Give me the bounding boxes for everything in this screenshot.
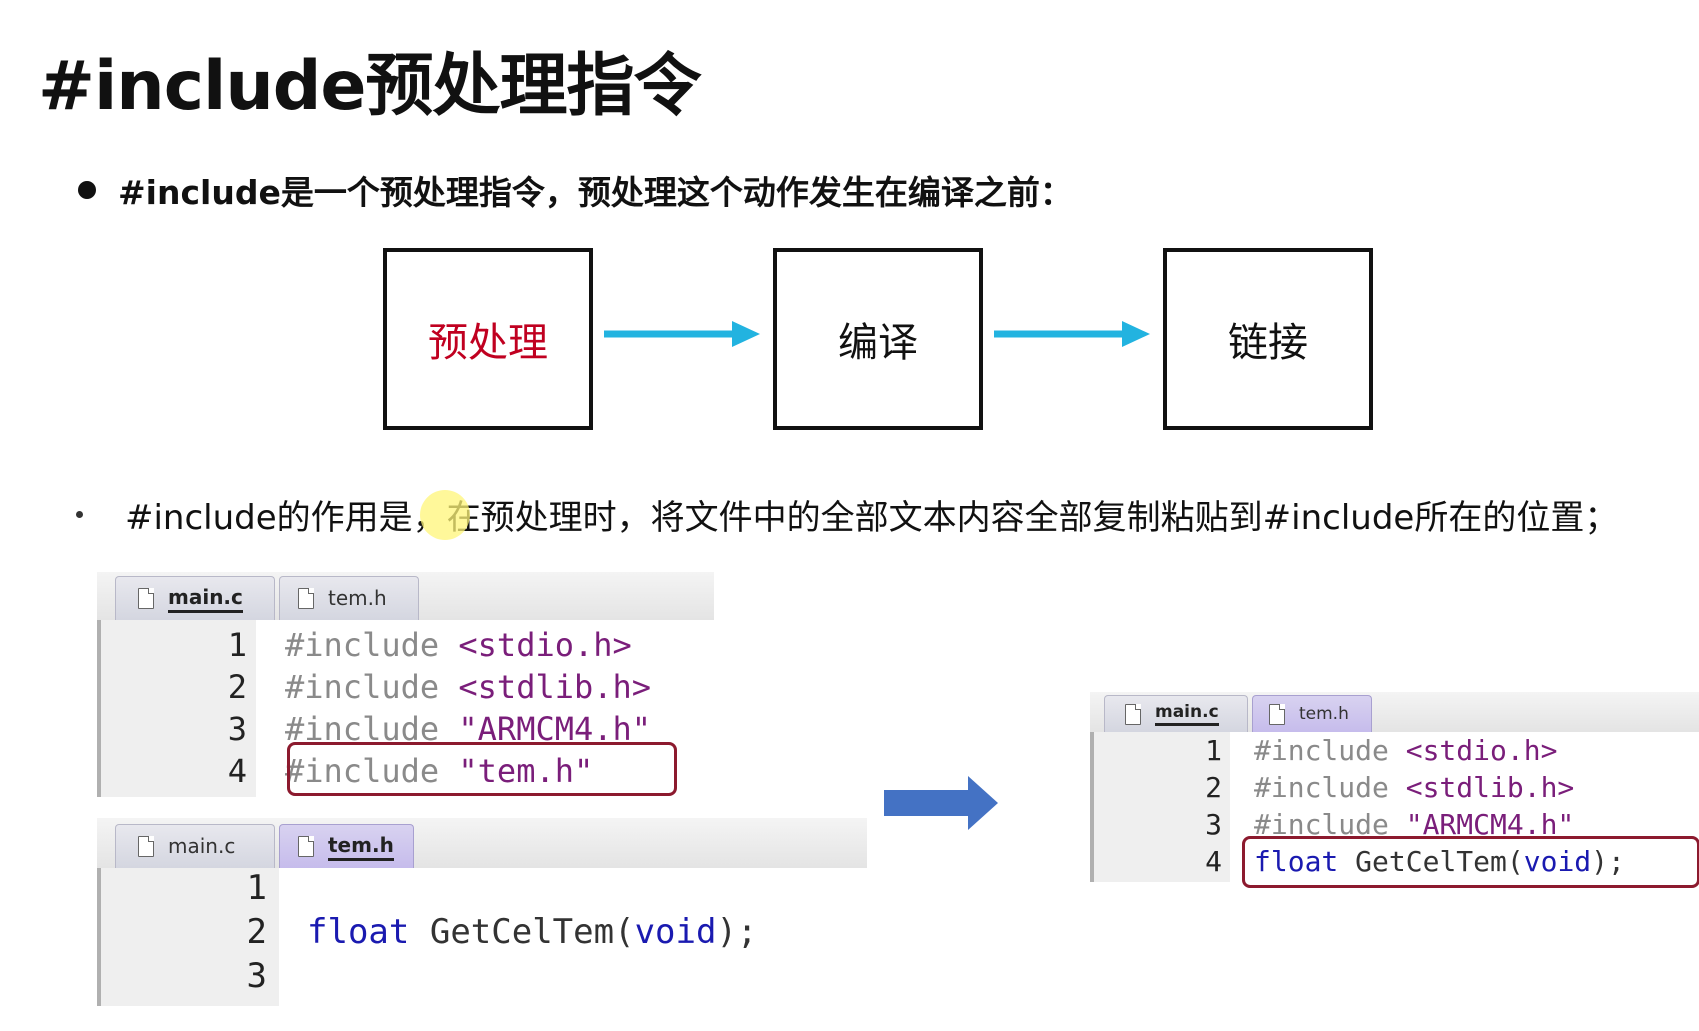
flow-step-compile-label: 编译 [838,320,918,366]
bullet1-text: #include是一个预处理指令，预处理这个动作发生在编译之前： [118,173,1073,212]
flow-step-link: 链接 [1163,248,1373,430]
tab-label: main.c [168,585,243,613]
editor-tabbar: main.c tem.h [1090,692,1699,734]
tab-main-c[interactable]: main.c [1104,695,1248,732]
flow-step-preprocess: 预处理 [383,248,593,430]
line-number: 2 [246,912,267,952]
code-line: #include "ARMCM4.h" [1254,808,1575,841]
line-number: 3 [1205,808,1222,841]
line-number: 4 [227,752,247,790]
code-line: #include "ARMCM4.h" [285,710,652,748]
code-line: #include <stdio.h> [285,626,632,664]
tab-label: main.c [1155,702,1219,726]
tab-tem-h[interactable]: tem.h [1252,695,1372,732]
file-icon [1269,703,1285,725]
code-line: #include <stdlib.h> [285,668,652,706]
line-number: 2 [227,668,247,706]
bullet-preprocess-timing: #include是一个预处理指令，预处理这个动作发生在编译之前： [78,166,1073,214]
flow-step-preprocess-label: 预处理 [428,320,548,366]
editor-tabbar: main.c tem.h [97,818,867,870]
tab-label: tem.h [328,586,387,610]
file-icon [298,836,314,857]
editor-result: main.c tem.h 1 2 3 4 #include <stdio.h> … [1090,692,1699,888]
mouse-cursor-highlight [420,490,470,540]
line-number: 3 [227,710,247,748]
bullet-small-dot-icon [76,511,83,518]
highlight-box [287,742,677,796]
line-number: 3 [246,956,267,996]
transform-arrow-icon [884,776,998,830]
file-icon [1125,703,1141,725]
line-gutter [101,620,256,797]
page-title: #include预处理指令 [38,47,702,126]
line-gutter [101,868,279,1006]
tab-main-c[interactable]: main.c [115,576,275,620]
code-area[interactable]: 1 2 3 float GetCelTem(void); [97,868,871,1006]
flow-step-compile: 编译 [773,248,983,430]
bullet-dot-icon [78,181,96,199]
code-area[interactable]: 1 2 3 4 #include <stdio.h> #include <std… [1090,732,1699,888]
bullet2-text: #include的作用是，在预处理时，将文件中的全部文本内容全部复制粘贴到#in… [125,498,1619,538]
bullet-include-effect: #include的作用是，在预处理时，将文件中的全部文本内容全部复制粘贴到#in… [76,490,1618,539]
code-area[interactable]: 1 2 3 4 #include <stdio.h> #include <std… [97,620,718,797]
flow-arrow-icon [604,321,760,347]
flow-arrow-icon [994,321,1150,347]
tab-tem-h[interactable]: tem.h [279,824,414,868]
code-line: #include <stdlib.h> [1254,771,1575,804]
line-number: 1 [1205,734,1222,767]
code-line: float GetCelTem(void); [1254,845,1625,878]
line-number: 2 [1205,771,1222,804]
tab-label: tem.h [328,833,394,861]
editor-main-c: main.c tem.h 1 2 3 4 #include <stdio.h> … [97,572,718,797]
code-line: float GetCelTem(void); [307,912,758,952]
line-number: 1 [246,868,267,908]
file-icon [138,836,154,857]
tab-label: tem.h [1299,703,1349,724]
file-icon [298,588,314,609]
line-number: 1 [227,626,247,664]
tab-tem-h[interactable]: tem.h [279,576,419,620]
editor-tem-h: main.c tem.h 1 2 3 float GetCelTem(void)… [97,818,871,1006]
line-gutter [1094,732,1230,882]
code-line: #include "tem.h" [285,752,594,790]
flow-step-link-label: 链接 [1228,320,1308,366]
line-number: 4 [1205,845,1222,878]
file-icon [138,588,154,609]
highlight-box [1242,836,1699,888]
editor-tabbar: main.c tem.h [97,572,714,622]
tab-main-c[interactable]: main.c [115,824,275,868]
tab-label: main.c [168,834,236,858]
code-line: #include <stdio.h> [1254,734,1558,767]
